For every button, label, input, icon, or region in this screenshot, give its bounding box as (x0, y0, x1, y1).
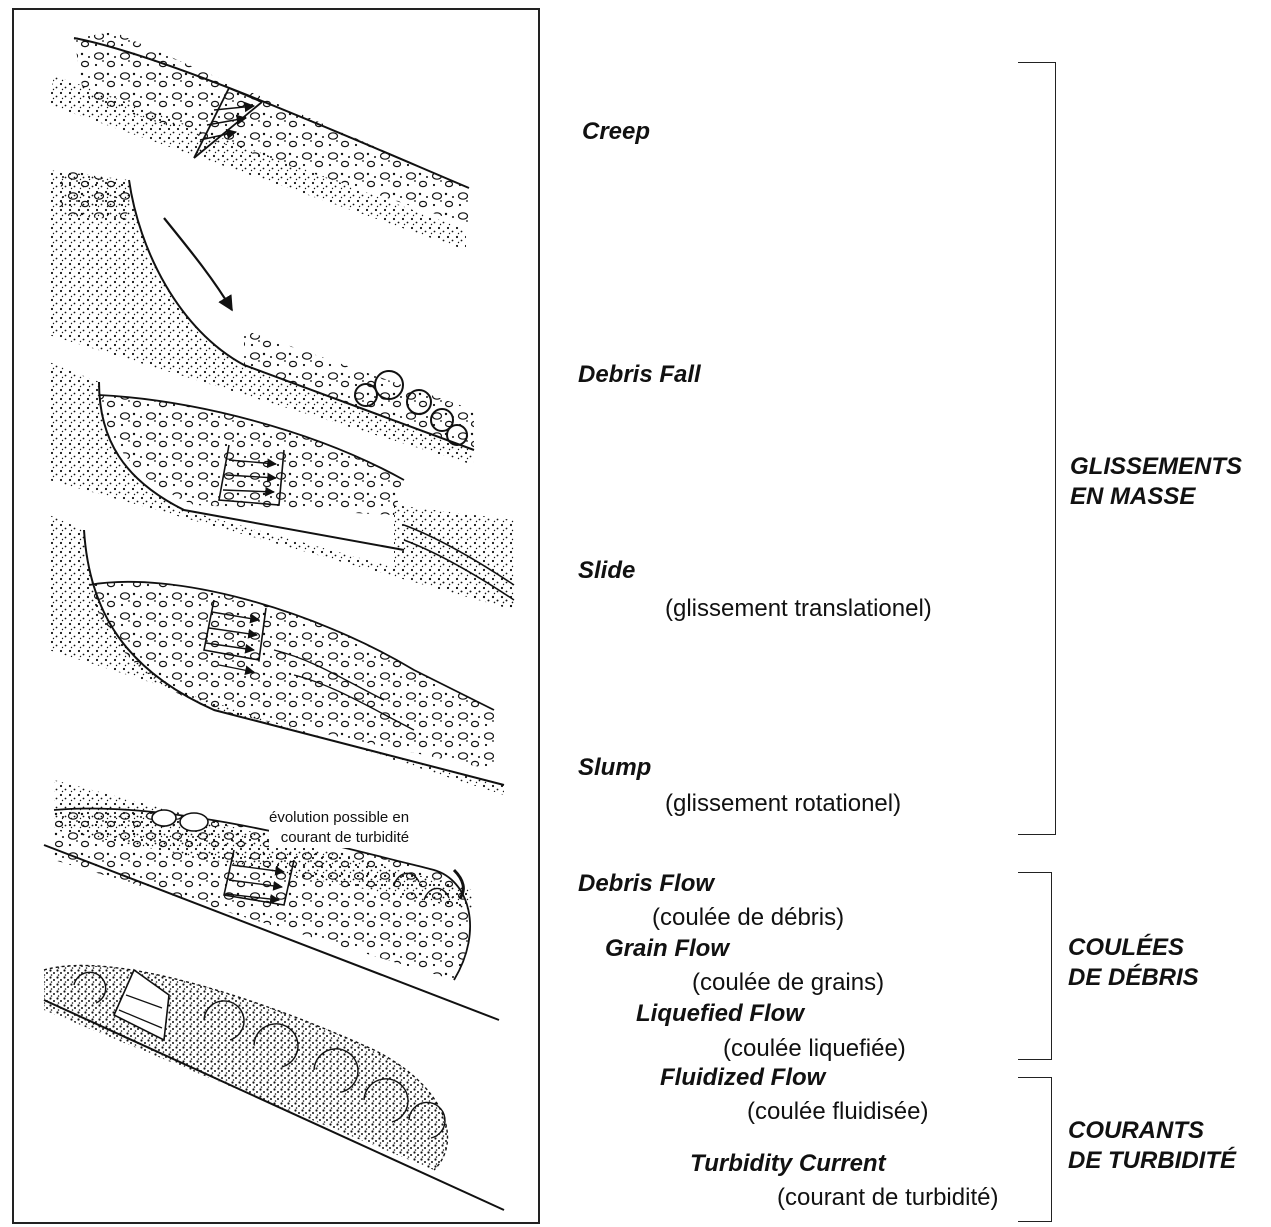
group-coulees-line-2: DE DÉBRIS (1068, 963, 1199, 993)
label-slump: Slump (578, 754, 651, 782)
group-courants-line-1: COURANTS (1068, 1116, 1236, 1146)
mass-movement-sketches (14, 10, 538, 1222)
label-fluidized-flow: Fluidized Flow (660, 1064, 825, 1092)
group-glissements-line-2: EN MASSE (1070, 482, 1242, 512)
label-debris-flow: Debris Flow (578, 870, 714, 898)
label-turbidity-current: Turbidity Current (690, 1150, 886, 1178)
annotation-line-2: courant de turbidité (269, 828, 409, 848)
gloss-fluidized-flow: (coulée fluidisée) (747, 1098, 928, 1126)
group-courants-de-turbidite: COURANTS DE TURBIDITÉ (1068, 1116, 1236, 1176)
group-courants-line-2: DE TURBIDITÉ (1068, 1146, 1236, 1176)
illustration-panel: évolution possible en courant de turbidi… (12, 8, 540, 1224)
group-glissements-en-masse: GLISSEMENTS EN MASSE (1070, 452, 1242, 512)
turbidity-evolution-note: évolution possible en courant de turbidi… (269, 808, 409, 848)
bracket-glissements (1018, 62, 1056, 835)
turbidity-current-sketch (44, 965, 504, 1210)
gloss-debris-flow: (coulée de débris) (652, 904, 844, 932)
gloss-turbidity-current: (courant de turbidité) (777, 1184, 998, 1212)
bracket-courants (1018, 1077, 1052, 1222)
bracket-coulees (1018, 872, 1052, 1060)
label-debris-fall: Debris Fall (578, 361, 701, 389)
gloss-slide: (glissement translationel) (665, 595, 932, 623)
gloss-liquefied-flow: (coulée liquefiée) (723, 1035, 906, 1063)
label-slide: Slide (578, 557, 635, 585)
group-coulees-de-debris: COULÉES DE DÉBRIS (1068, 933, 1199, 993)
group-glissements-line-1: GLISSEMENTS (1070, 452, 1242, 482)
label-creep: Creep (582, 118, 650, 146)
gloss-slump: (glissement rotationel) (665, 790, 901, 818)
gloss-grain-flow: (coulée de grains) (692, 969, 884, 997)
label-grain-flow: Grain Flow (605, 935, 729, 963)
group-coulees-line-1: COULÉES (1068, 933, 1199, 963)
annotation-line-1: évolution possible en (269, 808, 409, 828)
label-liquefied-flow: Liquefied Flow (636, 1000, 804, 1028)
